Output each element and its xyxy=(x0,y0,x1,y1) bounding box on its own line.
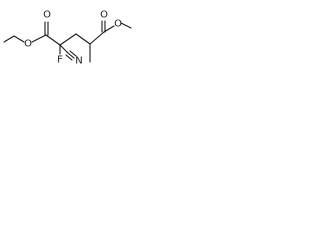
bonds xyxy=(3,20,132,63)
bond-nitrile-triple-c xyxy=(69,50,77,57)
atom-label-left-o-single: O xyxy=(24,39,32,50)
bond-o-to-methyl xyxy=(120,22,132,29)
atom-labels: O O F N O O xyxy=(24,10,122,67)
bond-quaternary-to-ch2 xyxy=(59,33,77,46)
bond-quaternary-to-nitrile-c xyxy=(59,44,69,54)
atom-label-left-o-double: O xyxy=(43,10,51,21)
bond-o-to-left-carbonyl xyxy=(31,34,47,43)
atom-label-right-o-double: O xyxy=(100,10,108,21)
bond-right-carbonyl-to-o xyxy=(103,25,115,33)
bond-carbonyl-to-quaternary xyxy=(45,34,61,46)
skeletal-structure-diagram: O O F N O O xyxy=(3,10,132,67)
atom-label-nitrile-n: N xyxy=(75,56,82,67)
bond-ethyl-terminal xyxy=(3,35,15,43)
atom-label-fluorine: F xyxy=(57,55,63,66)
bond-ethyl-to-o xyxy=(13,35,25,43)
bond-nitrile-triple-a xyxy=(67,52,75,59)
bond-ch2-to-ch xyxy=(75,33,91,45)
bond-ch-to-right-carbonyl xyxy=(89,31,105,45)
bond-nitrile-triple-b xyxy=(65,54,73,61)
atom-label-right-o-single: O xyxy=(114,19,122,30)
